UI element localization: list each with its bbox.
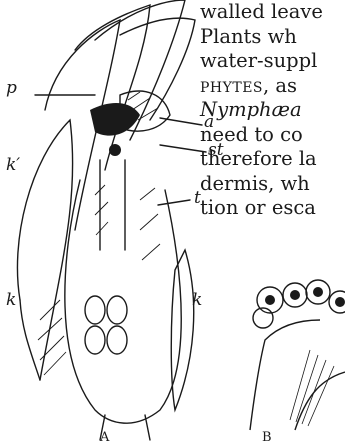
label-k-left: k <box>6 290 16 310</box>
text-line: walled leave <box>200 0 345 25</box>
text-line: tion or esca <box>200 196 345 221</box>
text-line: water-suppl <box>200 49 345 74</box>
label-a: a <box>204 112 214 132</box>
label-t: t <box>194 188 201 208</box>
label-k-prime: k′ <box>6 155 20 175</box>
body-text: walled leave Plants wh water-suppl phyte… <box>200 0 345 221</box>
text-line-italic: Nymphæa <box>200 98 345 123</box>
text-fragment: , as <box>263 74 297 97</box>
text-line: dermis, wh <box>200 172 345 197</box>
label-p: p <box>6 78 17 98</box>
label-k-right: k <box>192 290 202 310</box>
text-line: phytes, as <box>200 74 345 99</box>
text-line: Plants wh <box>200 25 345 50</box>
caption-b: B <box>262 430 272 445</box>
text-smallcaps: phytes <box>200 74 263 97</box>
label-st: st <box>208 140 224 160</box>
caption-a: A <box>100 430 109 445</box>
